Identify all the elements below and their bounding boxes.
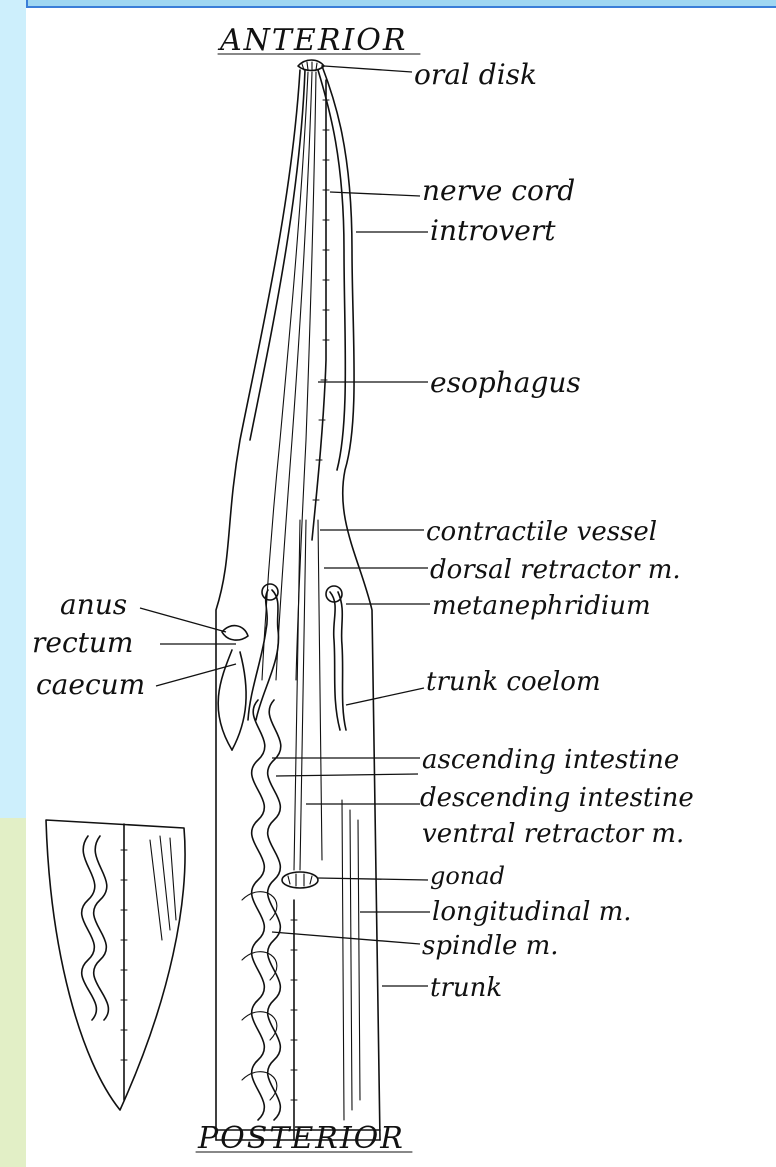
coiled-intestine bbox=[242, 700, 281, 1120]
label-descending-intestine: descending intestine bbox=[420, 783, 694, 813]
background-top-strip bbox=[0, 0, 776, 8]
label-metanephridium: metanephridium bbox=[432, 591, 651, 621]
background-left-panel-blue bbox=[0, 0, 28, 818]
label-ascending-intestine: ascending intestine bbox=[422, 745, 679, 775]
label-trunk: trunk bbox=[430, 973, 502, 1003]
gonad bbox=[282, 872, 318, 888]
label-contractile-vessel: contractile vessel bbox=[426, 517, 657, 547]
worm-diagram: ANTERIOR POSTERIOR oral disk nerve cord … bbox=[26, 8, 776, 1167]
label-gonad: gonad bbox=[430, 862, 505, 890]
label-anterior: ANTERIOR bbox=[217, 23, 407, 58]
label-trunk-coelom: trunk coelom bbox=[426, 667, 601, 697]
inset-posterior-end bbox=[46, 820, 185, 1110]
label-rectum: rectum bbox=[32, 626, 133, 659]
label-anus: anus bbox=[60, 588, 127, 621]
label-posterior: POSTERIOR bbox=[197, 1121, 405, 1156]
label-oral-disk: oral disk bbox=[414, 58, 537, 91]
label-ventral-retractor: ventral retractor m. bbox=[422, 819, 684, 849]
background-left-panel-green bbox=[0, 818, 28, 1167]
label-longitudinal: longitudinal m. bbox=[432, 897, 632, 927]
label-introvert: introvert bbox=[430, 214, 556, 247]
label-caecum: caecum bbox=[36, 668, 145, 701]
label-spindle: spindle m. bbox=[422, 931, 559, 961]
label-esophagus: esophagus bbox=[430, 366, 581, 399]
introvert-inner-lines bbox=[262, 72, 316, 680]
nerve-cord bbox=[291, 80, 329, 1140]
retractor-muscles bbox=[294, 520, 322, 870]
longitudinal-muscle bbox=[342, 800, 360, 1120]
oral-disk bbox=[298, 60, 324, 71]
diagram-canvas: ANTERIOR POSTERIOR oral disk nerve cord … bbox=[26, 8, 776, 1167]
label-dorsal-retractor: dorsal retractor m. bbox=[430, 555, 681, 585]
label-nerve-cord: nerve cord bbox=[422, 174, 575, 207]
